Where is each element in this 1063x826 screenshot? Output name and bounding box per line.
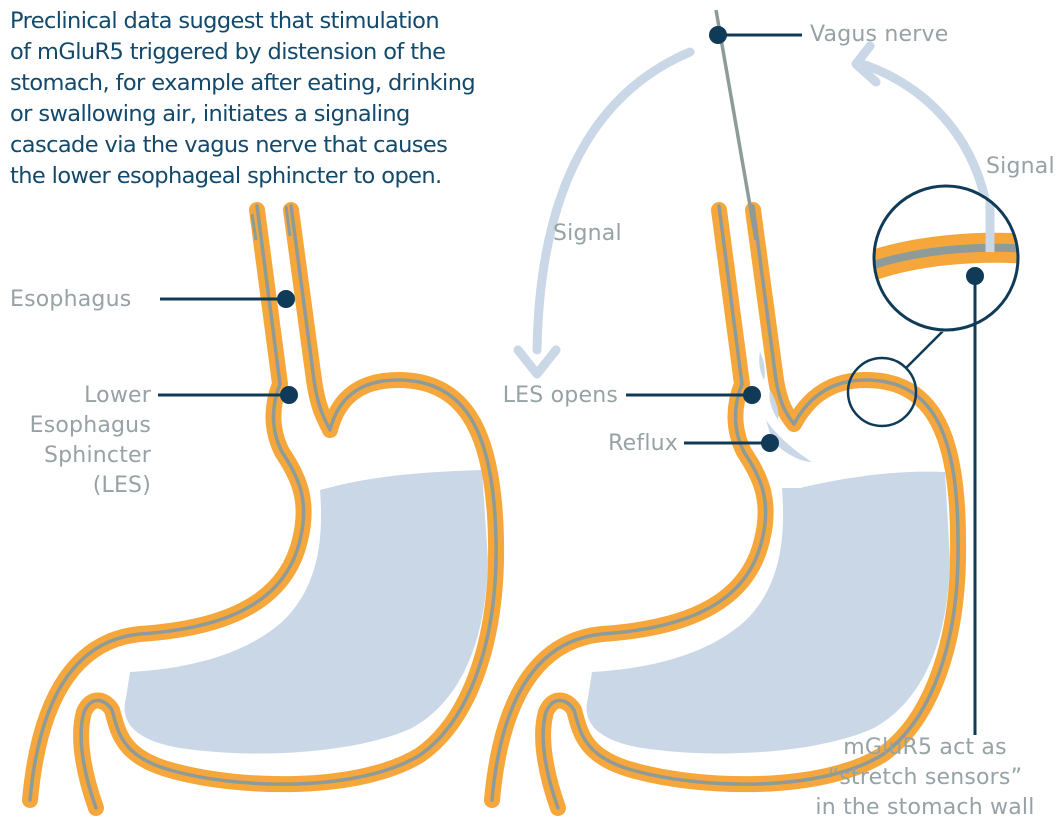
intro-line: the lower esophageal sphincter to open. xyxy=(10,161,570,192)
stomach-wall-magnifier xyxy=(848,184,1040,426)
label-les-line: Sphincter xyxy=(0,441,151,471)
dot-vagus xyxy=(711,28,726,43)
label-sensors-line: “stretch sensors” xyxy=(790,763,1060,793)
label-les-line: (LES) xyxy=(0,471,151,501)
intro-line: stomach, for example after eating, drink… xyxy=(10,68,570,99)
label-vagus-nerve: Vagus nerve xyxy=(810,20,948,49)
intro-line: cascade via the vagus nerve that causes xyxy=(10,130,570,161)
intro-paragraph: Preclinical data suggest that stimulatio… xyxy=(10,6,570,192)
dot-reflux xyxy=(763,436,778,451)
label-signal-left: Signal xyxy=(553,219,622,248)
intro-line: or swallowing air, initiates a signaling xyxy=(10,99,570,130)
label-les-line: Esophagus xyxy=(0,411,151,441)
dot-sensors xyxy=(968,269,983,284)
label-signal-right: Signal xyxy=(986,152,1055,181)
label-les: Lower Esophagus Sphincter (LES) xyxy=(0,381,151,501)
intro-line: Preclinical data suggest that stimulatio… xyxy=(10,6,570,37)
label-reflux: Reflux xyxy=(560,429,678,458)
label-les-line: Lower xyxy=(0,381,151,411)
dot-les-opens xyxy=(745,388,760,403)
dot-esophagus xyxy=(279,292,294,307)
intro-line: of mGluR5 triggered by distension of the xyxy=(10,37,570,68)
label-esophagus: Esophagus xyxy=(10,285,131,314)
dot-les xyxy=(282,388,297,403)
label-sensors-line: in the stomach wall xyxy=(790,793,1060,823)
magnifier-connector xyxy=(906,330,944,368)
label-les-opens: LES opens xyxy=(470,381,618,410)
label-sensors-line: mGluR5 act as xyxy=(790,733,1060,763)
label-stretch-sensors: mGluR5 act as “stretch sensors” in the s… xyxy=(790,733,1060,823)
